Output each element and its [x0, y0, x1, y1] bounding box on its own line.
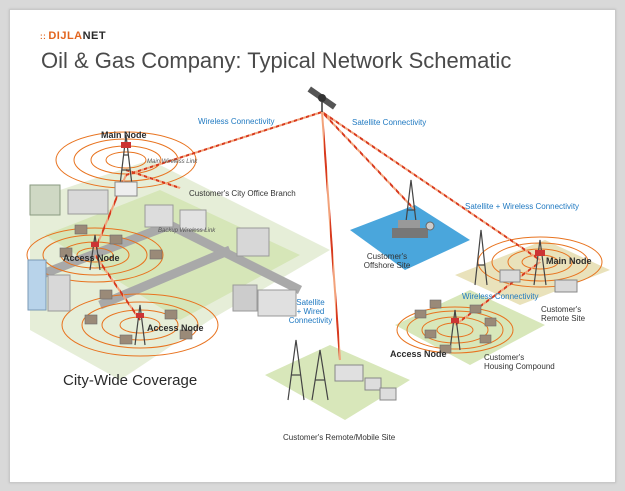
tower-icon-access-2: [134, 304, 146, 346]
label-main-node-left: Main Node: [101, 130, 147, 140]
link-satellite-to-main-node-right: [321, 111, 541, 261]
tower-icon-access-3: [449, 309, 461, 351]
label-access-node-1: Access Node: [63, 253, 120, 263]
label-satellite-wireless: Satellite + Wireless Connectivity: [465, 202, 580, 211]
remote-site-buildings: [499, 269, 578, 293]
housing-houses: [414, 299, 497, 354]
label-access-node-3: Access Node: [390, 349, 447, 359]
tower-icon-offshore: [404, 179, 418, 231]
tower-icon-remote-site: [474, 229, 488, 286]
tower-icon-main-right: [533, 239, 547, 286]
tower-icon-main-left: [119, 134, 133, 186]
label-satellite-connectivity: Satellite Connectivity: [352, 118, 427, 127]
label-backup-wireless-link: Backup Wireless Link: [158, 228, 216, 234]
link-satellite-to-offshore: [321, 111, 416, 211]
link-satellite-to-remote-mobile: [321, 111, 341, 361]
label-city-wide-coverage: City-Wide Coverage: [63, 372, 198, 389]
brand-logo: ::DIJLANET: [40, 30, 107, 42]
tower-icon-remote-mobile: [287, 339, 329, 401]
satellite-icon: [307, 86, 337, 112]
label-access-node-2: Access Node: [147, 323, 204, 333]
label-wireless-connectivity: Wireless Connectivity: [198, 117, 275, 126]
page-title: Oil & Gas Company: Typical Network Schem…: [41, 48, 512, 73]
label-city-office-branch: Customer's City Office Branch: [189, 189, 296, 198]
label-main-wireless-link: Main Wireless Link: [147, 159, 198, 165]
city-buildings: [27, 181, 297, 317]
link-main-to-city-office: [125, 169, 181, 189]
link-access-1-to-access-2: [94, 254, 141, 321]
remote-mobile-ground: [265, 345, 410, 420]
remote-mobile-buildings: [334, 364, 397, 401]
remote-site-ground: [455, 240, 610, 305]
label-main-node-right: Main Node: [546, 256, 592, 266]
link-satellite-to-main-node-left: [125, 111, 323, 176]
city-houses: [59, 224, 193, 345]
link-main-right-to-access-3: [454, 261, 541, 326]
label-remote-mobile-site: Customer's Remote/Mobile Site: [283, 433, 396, 442]
offshore-platform-icon: [392, 220, 435, 238]
label-wireless-connectivity-2: Wireless Connectivity: [462, 292, 539, 301]
city-road-2: [98, 245, 232, 310]
tower-icon-access-1: [89, 234, 101, 271]
